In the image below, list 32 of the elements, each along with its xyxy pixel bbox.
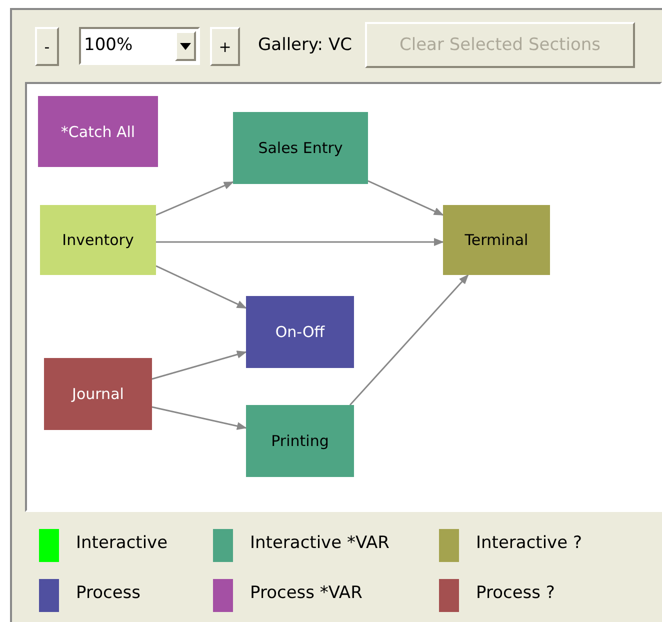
legend-label: Process bbox=[76, 583, 140, 603]
process-box bbox=[44, 358, 152, 430]
legend-label: Interactive ? bbox=[476, 533, 582, 553]
node-label: Sales Entry bbox=[258, 139, 343, 157]
arrow bbox=[152, 350, 247, 380]
zoom-in-button: + bbox=[210, 27, 240, 66]
process-box bbox=[246, 405, 354, 477]
process-box bbox=[233, 112, 368, 184]
arrow bbox=[349, 274, 469, 406]
zoom-out-button: - bbox=[35, 27, 59, 66]
gallery-label: Gallery: VC bbox=[258, 35, 353, 57]
arrow bbox=[156, 238, 444, 246]
node-label: Inventory bbox=[62, 231, 134, 249]
node-label: *Catch All bbox=[60, 122, 136, 140]
process-box bbox=[40, 205, 156, 275]
process-box bbox=[38, 96, 158, 167]
arrow bbox=[368, 180, 444, 216]
arrow bbox=[152, 406, 247, 430]
legend-label: Interactive *VAR bbox=[250, 533, 390, 553]
zoom-dropdown: 100% bbox=[79, 27, 200, 65]
process-box bbox=[246, 296, 354, 368]
node-label: Terminal bbox=[464, 231, 528, 249]
node-label: Journal bbox=[72, 385, 124, 403]
legend-label: Process ? bbox=[476, 583, 555, 603]
legend-label: Interactive bbox=[76, 533, 168, 553]
clear-selected-sections-button: Clear Selected Sections bbox=[365, 22, 635, 68]
node-label: On-Off bbox=[275, 323, 325, 341]
legend-label: Process *VAR bbox=[250, 583, 362, 603]
node-label: Printing bbox=[271, 432, 329, 450]
arrow bbox=[156, 181, 234, 216]
process-box bbox=[443, 205, 550, 275]
arrow bbox=[156, 265, 247, 309]
